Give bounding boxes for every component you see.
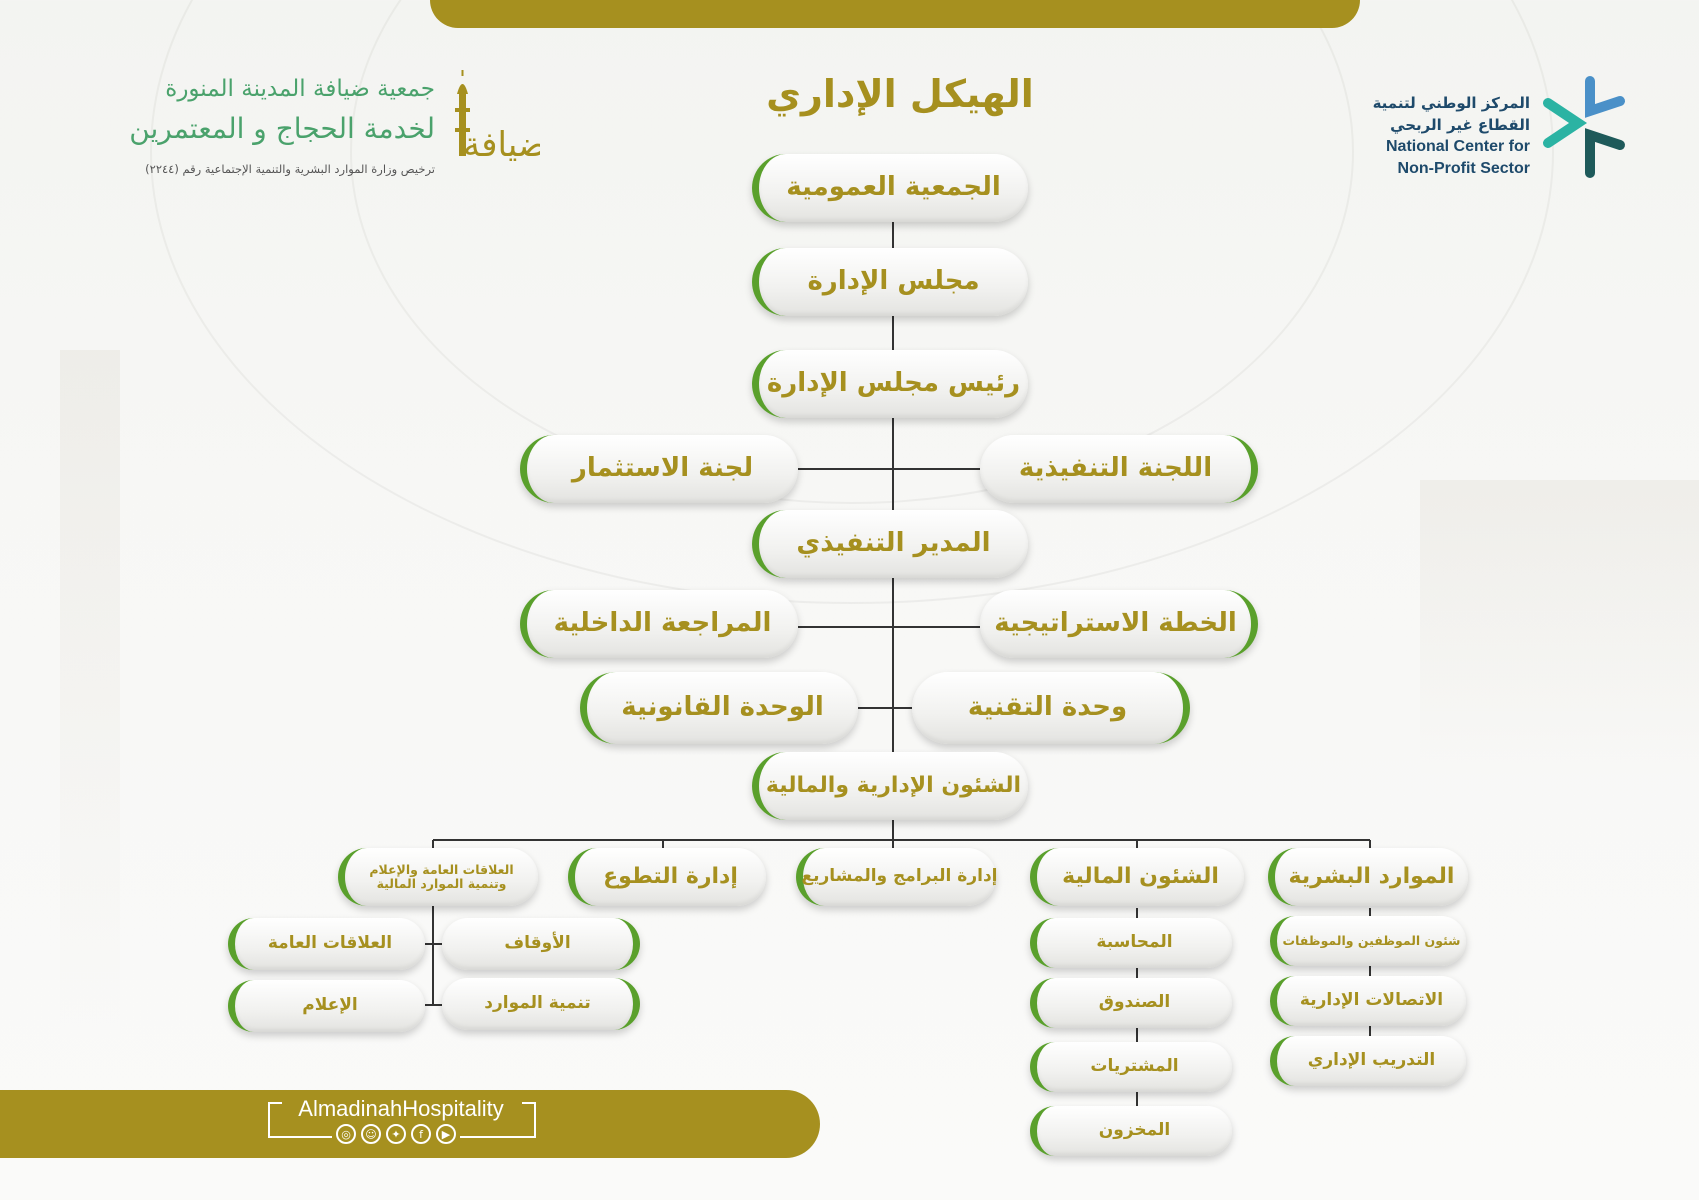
pr-media-line2: وتنمية الموارد المالية [376,876,507,891]
ncnp-english-line1: National Center for [1385,138,1530,155]
ncnp-mark-icon [1543,76,1625,178]
node-board[interactable]: مجلس الإدارة [752,248,1028,316]
ncnp-english-line2: Non-Profit Sector [1397,160,1530,177]
node-legal-unit[interactable]: الوحدة القانونية [580,672,858,744]
node-fin-warehouse[interactable]: المخزون [1030,1106,1232,1156]
snapchat-icon[interactable]: ☺ [361,1124,381,1144]
org-license-text: ترخيص وزارة الموارد البشرية والتنمية الإ… [145,162,435,176]
ncnp-arabic-line2: القطاع غير الربحي [1390,116,1530,134]
page-title: الهيكل الإداري [766,72,1034,116]
node-hr-staff-affairs[interactable]: شئون الموظفين والموظفات [1270,916,1466,966]
social-icons: ◎ ☺ ✦ f ▶ [332,1124,460,1144]
node-executive-committee[interactable]: اللجنة التنفيذية [980,435,1258,503]
top-gold-bar [430,0,1360,28]
ncnp-arabic-line1: المركز الوطني لتنمية [1372,94,1530,112]
node-public-relations[interactable]: العلاقات العامة [228,918,425,970]
social-footer: AlmadinahHospitality ◎ ☺ ✦ f ▶ [268,1096,536,1146]
node-strategic-plan[interactable]: الخطة الاستراتيجية [980,590,1258,658]
pr-media-line1: العلاقات العامة والإعلام [369,861,514,877]
node-pr-media[interactable]: العلاقات العامة والإعلام وتنمية الموارد … [338,848,538,906]
org-name-line2: لخدمة الحجاج و المعتمرين [129,112,435,145]
node-general-assembly[interactable]: الجمعية العمومية [752,154,1028,222]
node-tech-unit[interactable]: وحدة التقنية [912,672,1190,744]
node-executive-director[interactable]: المدير التنفيذي [752,510,1028,578]
twitter-icon[interactable]: ✦ [386,1124,406,1144]
emblem-text: ضيافة [463,125,540,165]
node-resource-development[interactable]: تنمية الموارد [442,978,640,1030]
dhiyafa-emblem-icon: ضيافة [455,70,540,165]
node-fin-accounting[interactable]: المحاسبة [1030,918,1232,968]
node-internal-audit[interactable]: المراجعة الداخلية [520,590,798,658]
node-fin-purchases[interactable]: المشتريات [1030,1042,1232,1092]
node-programs-projects[interactable]: إدارة البرامج والمشاريع [796,848,998,906]
node-volunteering[interactable]: إدارة التطوع [568,848,766,906]
node-hr-training[interactable]: التدريب الإداري [1270,1036,1466,1086]
node-financial-affairs[interactable]: الشئون المالية [1030,848,1244,906]
node-fin-cashbox[interactable]: الصندوق [1030,978,1232,1028]
node-hr-admin-comms[interactable]: الاتصالات الإدارية [1270,976,1466,1026]
youtube-icon[interactable]: ▶ [436,1124,456,1144]
social-handle[interactable]: AlmadinahHospitality [288,1096,514,1122]
org-logo: جمعية ضيافة المدينة المنورة لخدمة الحجاج… [60,70,540,190]
org-name-line1: جمعية ضيافة المدينة المنورة [165,76,435,102]
instagram-icon[interactable]: ◎ [336,1124,356,1144]
node-admin-finance[interactable]: الشئون الإدارية والمالية [752,752,1028,820]
node-endowments[interactable]: الأوقاف [442,918,640,970]
node-human-resources[interactable]: الموارد البشرية [1268,848,1468,906]
node-media[interactable]: الإعلام [228,980,425,1032]
node-board-chair[interactable]: رئيس مجلس الإدارة [752,350,1028,418]
node-investment-committee[interactable]: لجنة الاستثمار [520,435,798,503]
ncnp-logo: المركز الوطني لتنمية القطاع غير الربحي N… [1370,68,1630,188]
facebook-icon[interactable]: f [411,1124,431,1144]
